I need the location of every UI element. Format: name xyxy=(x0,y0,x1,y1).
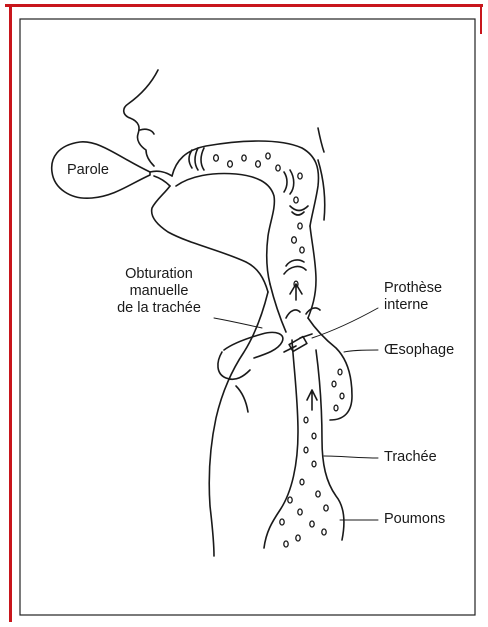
leader-obturation xyxy=(214,318,262,328)
nasal-wall xyxy=(318,128,324,152)
prosthesis-line-2: interne xyxy=(384,297,442,314)
sound-wave-6 xyxy=(292,212,304,215)
trachea-right xyxy=(316,350,344,540)
hand-lower xyxy=(236,386,248,412)
obturation-line-1: Obturation xyxy=(94,266,224,283)
prosthesis-line-1: Prothèse xyxy=(384,280,442,297)
mouth-line xyxy=(150,171,172,176)
leader-prosthesis xyxy=(312,308,378,338)
airflow-arrow-trachea xyxy=(307,390,317,410)
pharynx-right xyxy=(308,318,352,420)
frame-border-top xyxy=(5,4,483,7)
esophagus-label: Œsophage xyxy=(384,342,454,359)
frame-border-right xyxy=(480,4,482,34)
leader-trachea xyxy=(324,456,378,458)
upper-lip xyxy=(154,176,170,186)
sound-wave-11 xyxy=(306,308,320,314)
trachea-left xyxy=(264,340,298,548)
hand xyxy=(218,352,250,379)
neck-front xyxy=(209,292,268,556)
obturation-line-2: manuelle xyxy=(94,283,224,300)
sound-wave-10 xyxy=(286,310,300,318)
speech-bubble-label: Parole xyxy=(67,162,109,179)
sound-wave-9 xyxy=(284,267,306,274)
palate-upper xyxy=(172,141,318,226)
sound-wave-3 xyxy=(201,148,204,170)
sound-wave-7 xyxy=(290,206,308,211)
sound-wave-8 xyxy=(286,260,304,266)
leader-esophagus xyxy=(344,350,378,352)
lungs-label: Poumons xyxy=(384,511,445,528)
obturation-line-3: de la trachée xyxy=(94,300,224,317)
finger xyxy=(224,332,283,358)
face-profile xyxy=(124,70,158,166)
posterior-wall xyxy=(318,160,325,220)
obturation-label: Obturation manuelle de la trachée xyxy=(94,266,224,317)
sound-wave-2 xyxy=(195,148,198,170)
frame-border-left xyxy=(9,4,12,622)
sound-wave-5 xyxy=(290,170,294,194)
sound-wave-4 xyxy=(284,172,287,192)
trachea-label: Trachée xyxy=(384,449,437,466)
pharynx-left xyxy=(270,284,286,332)
nostril xyxy=(140,129,154,134)
prosthesis-label: Prothèse interne xyxy=(384,280,442,314)
back-of-head xyxy=(308,226,316,318)
